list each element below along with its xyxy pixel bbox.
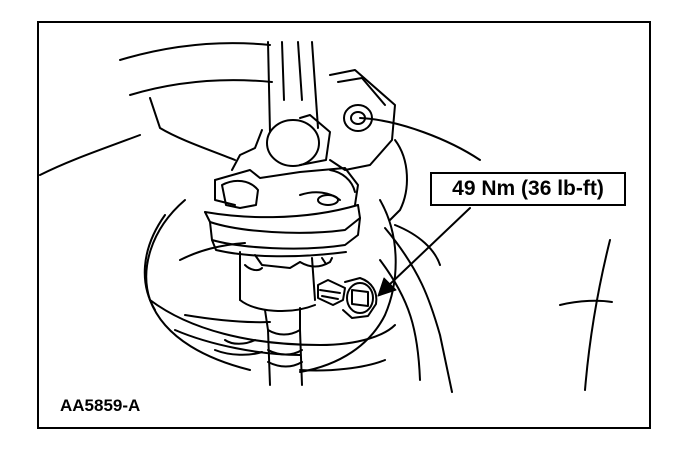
universal-joint <box>231 69 408 221</box>
torque-callout-label: 49 Nm (36 lb-ft) <box>430 172 626 206</box>
illustration-frame <box>37 21 651 429</box>
lower-steering-shaft <box>214 307 303 386</box>
coupling-assembly <box>204 167 361 313</box>
figure-id-label: AA5859-A <box>60 396 141 415</box>
bolt-icon <box>317 277 378 319</box>
steering-column-housing <box>143 199 397 373</box>
arrow-icon <box>377 207 471 297</box>
upper-steering-shaft <box>267 41 319 133</box>
background-structure <box>39 42 613 393</box>
